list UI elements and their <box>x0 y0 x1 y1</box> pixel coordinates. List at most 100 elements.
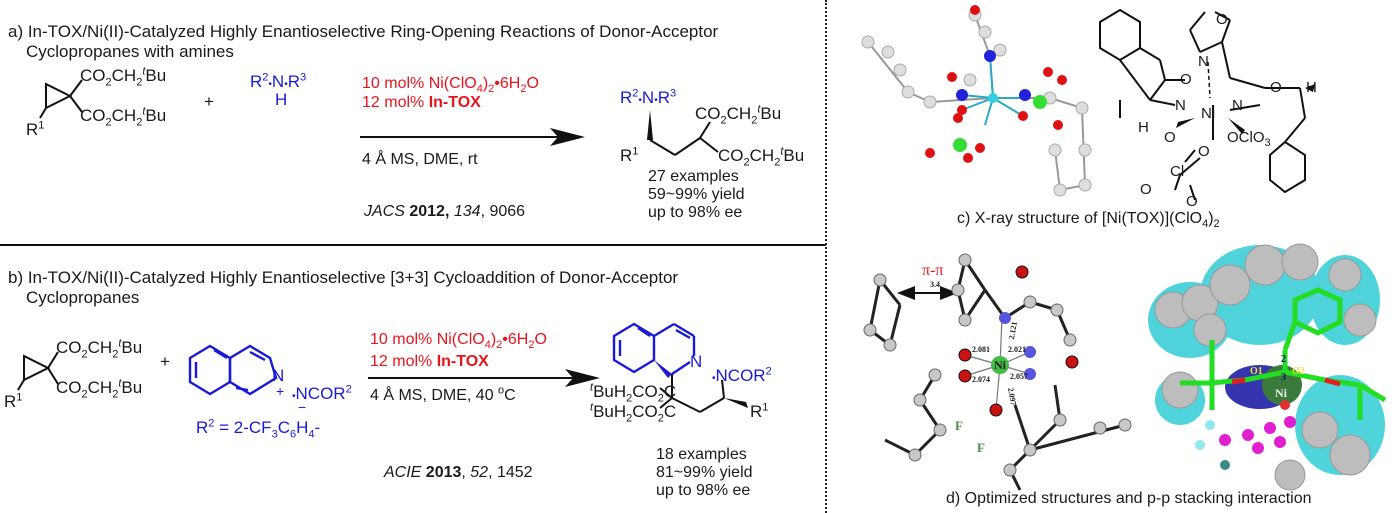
dipole-ncor: •NCOR2 <box>292 383 352 403</box>
panel-b-stats: 18 examples 81~99% yield up to 98% ee <box>656 446 753 500</box>
cyclopropane-a-ester-bottom: CO2CH2tBu <box>80 105 167 129</box>
space-fill-ni-label: Ni <box>1275 386 1287 400</box>
xray-ball-stick-model <box>861 5 1092 197</box>
complex-cl: Cl <box>1170 163 1185 180</box>
panel-b-title: b) In-TOX/Ni(II)-Catalyzed Highly Enanti… <box>8 268 678 308</box>
ref-a-pages: , 9066 <box>480 203 526 220</box>
ref-a-volume: 134 <box>453 203 481 220</box>
cyclopropane-a-ester-top: CO2CH2tBu <box>80 65 167 89</box>
complex-2d-structure <box>1099 8 1315 201</box>
fluorine-label-2: F <box>977 440 985 455</box>
cyclopropane-a-r1: R1 <box>26 119 45 139</box>
product-b-r1: R1 <box>750 401 769 421</box>
bond-length-5: 2.057 <box>1010 372 1028 381</box>
panel-d-caption: d) Optimized structures and p-p stacking… <box>946 490 1312 507</box>
product-a-bonds <box>647 110 719 156</box>
dipole-charge-minus: − <box>298 399 307 415</box>
product-a-r1: R1 <box>620 145 639 165</box>
dipole-n-plus: N <box>272 366 285 385</box>
conditions-a-solvent: 4 Å MS, DME, rt <box>362 151 478 168</box>
panel-b-examples: 18 examples <box>656 446 747 463</box>
product-a-ester-top: CO2CH2tBu <box>695 103 782 127</box>
panel-b-yield: 81~99% yield <box>656 464 753 481</box>
complex-o-left: O <box>1180 71 1192 88</box>
complex-oclo3: OClO3 <box>1227 129 1271 149</box>
panel-a-yield: 59~99% yield <box>648 186 745 203</box>
r2-definition: R2 = 2-CF3C6H4- <box>196 417 321 441</box>
panel-b-ee: up to 98% ee <box>656 482 751 499</box>
stacking-distance: 3.4 <box>930 280 940 289</box>
complex-h-left: H <box>1138 119 1149 136</box>
product-b-ester-top: tBuH2CO2C <box>590 381 677 405</box>
dipole-charge-plus: + <box>276 383 285 399</box>
complex-o-perchlorate-2: O <box>1198 143 1210 160</box>
panel-a-examples: 27 examples <box>648 168 739 185</box>
product-a-amine: R2•N•R3 <box>620 87 677 107</box>
panel-b-title-line2: Cyclopropanes <box>26 288 140 307</box>
panel-a-title-line1: a) In-TOX/Ni(II)-Catalyzed Highly Enanti… <box>8 22 719 41</box>
ref-b-pages: , 1452 <box>488 464 533 481</box>
atom-3-label: 3 <box>1281 372 1286 383</box>
space-filling-model <box>1148 243 1387 491</box>
bond-length-6: 2.097 <box>1006 386 1018 407</box>
plus-sign-a: + <box>204 92 214 111</box>
ref-b-journal: ACIE <box>384 464 422 481</box>
conditions-a-ligand: 12 mol% In-TOX <box>362 94 481 111</box>
panel-a-stats: 27 examples 59~99% yield up to 98% ee <box>648 168 745 222</box>
panel-a-title-line2: Cyclopropanes with amines <box>26 42 234 61</box>
optimized-structure-ball-stick <box>863 253 1132 491</box>
complex-o-right: O <box>1270 79 1282 96</box>
section-divider-horizontal <box>0 244 826 246</box>
panel-a-ee: up to 98% ee <box>648 204 743 221</box>
product-b-ester-bottom: tBuH2CO2C <box>590 401 677 425</box>
product-b-bonds <box>612 322 748 413</box>
product-a-ester-bottom: CO2CH2tBu <box>718 145 805 169</box>
complex-o-a: O <box>1140 181 1152 198</box>
panel-a-title: a) In-TOX/Ni(II)-Catalyzed Highly Enanti… <box>8 22 718 62</box>
complex-ni: Ni <box>1201 105 1216 122</box>
complex-o-top: O <box>1216 11 1228 28</box>
fluorine-label-1: F <box>955 418 963 433</box>
bond-length-3: 2.021 <box>1008 345 1026 354</box>
cyclopropane-b-bonds <box>17 351 59 391</box>
amine-reactant: R2•N•R3 <box>250 71 307 91</box>
o1-label: O1 <box>1250 366 1263 377</box>
ref-b-volume: 52 <box>470 464 489 481</box>
reaction-arrow-b <box>368 369 600 387</box>
conditions-a-catalyst: 10 mol% Ni(ClO4)2•6H2O <box>362 75 539 96</box>
ni-atom-label: Ni <box>994 358 1006 372</box>
bond-length-1: 2.121 <box>1007 320 1019 341</box>
product-b-ncor: •NCOR2 <box>712 365 772 385</box>
section-divider-vertical <box>825 0 827 513</box>
amine-h: H <box>275 90 288 109</box>
conditions-b-ligand: 12 mol% In-TOX <box>370 353 489 370</box>
pi-pi-label: π-π <box>922 262 944 279</box>
bond-length-4: 2.074 <box>972 375 990 384</box>
ref-a-journal: JACS <box>364 203 405 220</box>
cyclopropane-b-ester-top: CO2CH2tBu <box>56 337 143 361</box>
isoquinolinium-ring <box>188 344 278 396</box>
complex-h-right: H <box>1306 79 1317 96</box>
complex-o-b: O <box>1186 193 1198 210</box>
ref-b-year: 2013 <box>425 464 462 481</box>
conditions-b-catalyst: 10 mol% Ni(ClO4)2•6H2O <box>370 331 547 352</box>
cyclopropane-b-ester-bottom: CO2CH2tBu <box>56 377 143 401</box>
complex-o-perchlorate: O <box>1164 129 1176 146</box>
o2-label: O2 <box>1292 366 1305 377</box>
panel-b-title-line1: b) In-TOX/Ni(II)-Catalyzed Highly Enanti… <box>8 268 679 287</box>
ref-a-year: 2012, <box>409 203 450 220</box>
product-b-n: N <box>690 352 703 371</box>
complex-n-right: N <box>1232 97 1243 114</box>
conditions-b-solvent: 4 Å MS, DME, 40 oC <box>370 384 516 404</box>
complex-n-left: N <box>1175 97 1186 114</box>
atom-2-label: 2 <box>1281 354 1286 365</box>
panel-c-caption: c) X-ray structure of [Ni(TOX)](ClO4)2 <box>957 210 1220 231</box>
complex-n-top: N <box>1198 53 1209 70</box>
panel-b-reference: ACIE 2013, 52, 1452 <box>384 464 533 481</box>
panel-a-reference: JACS 2012, 134, 9066 <box>364 203 525 221</box>
plus-sign-b: + <box>160 352 170 371</box>
cyclopropane-a-bonds <box>39 79 83 119</box>
bond-length-2: 2.081 <box>972 345 990 354</box>
reaction-arrow-a <box>360 128 585 146</box>
cyclopropane-b-r1: R1 <box>4 391 23 411</box>
